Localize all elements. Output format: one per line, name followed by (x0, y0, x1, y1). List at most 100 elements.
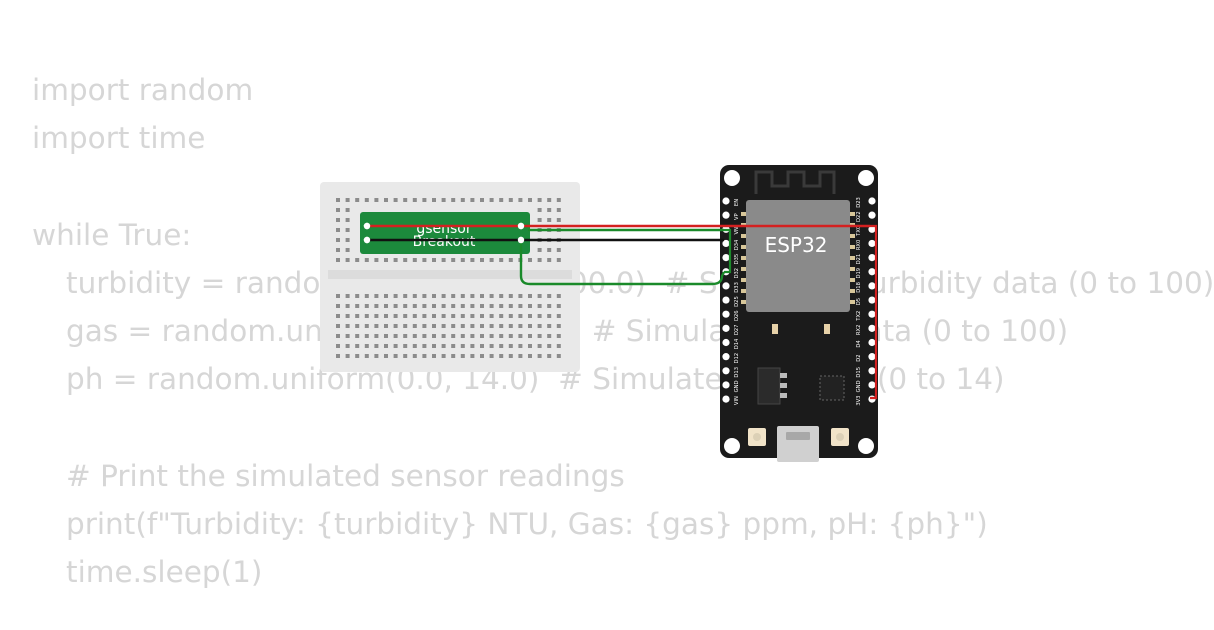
breadboard-hole (537, 218, 542, 222)
breadboard-hole (528, 304, 532, 308)
breadboard-hole (432, 314, 436, 318)
breadboard-hole (537, 314, 542, 318)
breadboard-hole (451, 198, 456, 202)
breadboard-hole (518, 294, 523, 298)
esp32-pin-label: D5 (856, 298, 862, 305)
breadboard-hole (499, 324, 504, 328)
breadboard-hole (336, 294, 340, 298)
breadboard-hole (403, 324, 408, 328)
breadboard-hole (403, 258, 408, 262)
breadboard-hole (364, 304, 369, 308)
esp32-pin-label: D18 (856, 282, 862, 293)
breadboard-hole (489, 344, 494, 348)
breadboard-hole (374, 324, 379, 328)
breadboard-hole (451, 294, 456, 298)
chip-pad (741, 278, 746, 282)
wire-endpoint (517, 236, 525, 244)
chip-pad (850, 267, 855, 271)
esp32-pin-label: D12 (734, 353, 740, 364)
esp32-pin-label: D19 (856, 268, 862, 279)
breadboard-hole (422, 304, 427, 308)
breadboard-hole (345, 248, 350, 252)
breadboard-hole (460, 354, 465, 358)
breadboard-hole (412, 354, 417, 358)
breadboard-hole (470, 324, 475, 328)
esp32-pin-label: D14 (734, 338, 740, 349)
esp32-pin-label: VN (734, 227, 740, 235)
esp32-pin-right (868, 296, 876, 304)
breadboard-hole (537, 334, 542, 338)
breadboard-hole (441, 334, 446, 338)
breadboard-hole (364, 354, 369, 358)
breadboard-hole (364, 314, 369, 318)
chip-pad (850, 212, 855, 216)
esp32-pin-label: EN (734, 199, 740, 206)
breadboard-hole (508, 334, 513, 338)
breadboard-hole (518, 314, 523, 318)
esp32-pin-label: D23 (856, 197, 862, 208)
breadboard-hole (393, 344, 398, 348)
breadboard-hole (547, 344, 552, 348)
breadboard-hole (470, 304, 475, 308)
chip-pad (850, 256, 855, 260)
breadboard-hole (441, 354, 446, 358)
breadboard-hole (393, 198, 398, 202)
breadboard-hole (336, 228, 340, 232)
breadboard-hole (499, 258, 504, 262)
breadboard-hole (460, 258, 465, 262)
breadboard-hole (528, 334, 532, 338)
breadboard-hole (547, 198, 552, 202)
esp32-pin-label: TX0 (856, 226, 862, 237)
breadboard-hole (518, 354, 523, 358)
breadboard-hole (336, 304, 340, 308)
breadboard-hole (336, 218, 340, 222)
breadboard-hole (355, 334, 360, 338)
breadboard-hole (489, 324, 494, 328)
breadboard-hole (374, 258, 379, 262)
esp32-pin-left (722, 338, 730, 347)
breadboard-hole (441, 314, 446, 318)
breadboard-hole (528, 324, 532, 328)
breadboard-hole (336, 314, 340, 318)
breadboard-hole (528, 198, 532, 202)
breadboard-hole (537, 324, 542, 328)
breadboard-hole (451, 314, 456, 318)
breadboard-hole (403, 354, 408, 358)
esp32-pin-label: D2 (856, 355, 862, 362)
breadboard-hole (547, 354, 552, 358)
breadboard-hole (441, 294, 446, 298)
breadboard-hole (489, 258, 494, 262)
breadboard-hole (499, 334, 504, 338)
breadboard-hole (364, 258, 369, 262)
esp32-pin-right (868, 225, 876, 233)
breadboard-hole (336, 198, 340, 202)
mount-hole (724, 438, 740, 454)
breadboard-hole (345, 228, 350, 232)
breadboard-hole (336, 238, 340, 242)
breadboard-hole (489, 304, 494, 308)
breadboard-hole (508, 354, 513, 358)
sensor-label-line2: Breakout (413, 234, 476, 250)
breadboard-hole (422, 324, 427, 328)
breadboard-hole (489, 334, 494, 338)
breadboard-hole (480, 258, 484, 262)
breadboard-hole (508, 324, 513, 328)
esp32-pin-headers (722, 197, 878, 403)
smd-component (824, 324, 830, 334)
breadboard-hole (432, 334, 436, 338)
breadboard-hole (364, 334, 369, 338)
breadboard-hole (364, 324, 369, 328)
chip-pad (741, 256, 746, 260)
breadboard-hole (422, 334, 427, 338)
breadboard-hole (393, 334, 398, 338)
breadboard-hole (470, 314, 475, 318)
breadboard-hole (499, 294, 504, 298)
breadboard-hole (364, 344, 369, 348)
breadboard-hole (451, 258, 456, 262)
reset-button-cap (753, 433, 761, 441)
esp32-pin-label: D21 (856, 254, 862, 265)
breadboard-hole (345, 198, 350, 202)
esp32-pin-label: TX2 (856, 311, 862, 322)
esp32-pin-left (722, 197, 730, 205)
breadboard-hole (355, 304, 360, 308)
